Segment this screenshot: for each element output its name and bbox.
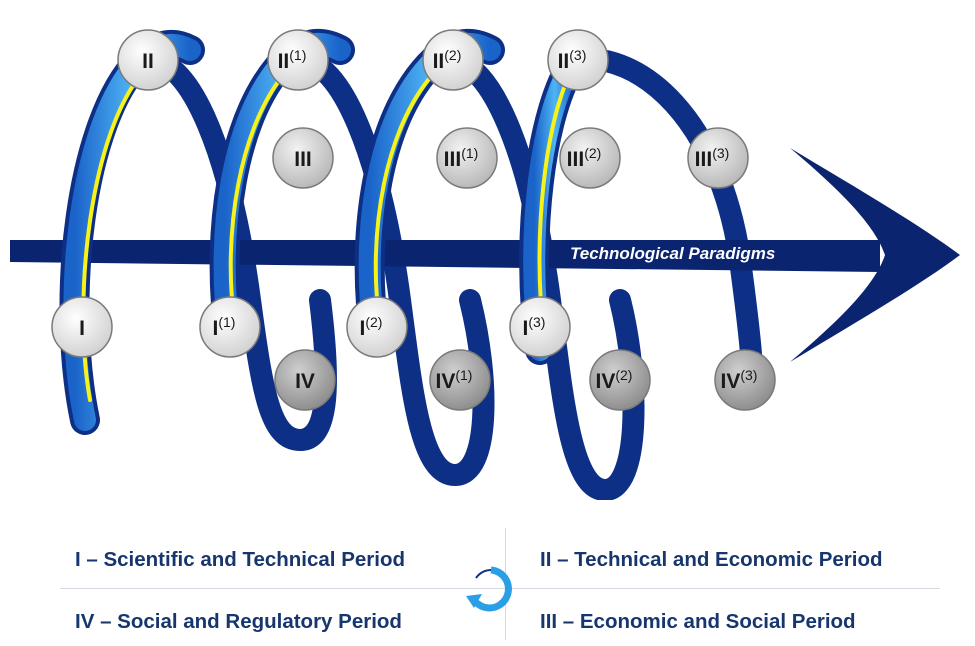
- node-II: II: [117, 29, 179, 91]
- node-II3: II(3): [547, 29, 609, 91]
- node-label: IV(2): [596, 367, 633, 393]
- node-circle: [272, 127, 334, 189]
- node-superscript: (1): [455, 367, 472, 383]
- node-IV3: IV(3): [714, 349, 776, 411]
- node-circle: [429, 349, 491, 411]
- node-label: IV: [295, 370, 315, 393]
- spiral-diagram: Technological Paradigms IIIIIIIVI(1)II(1…: [10, 28, 960, 500]
- node-label: III: [294, 148, 312, 171]
- node-superscript: (2): [584, 145, 601, 161]
- node-superscript: (3): [712, 145, 729, 161]
- node-superscript: (1): [461, 145, 478, 161]
- node-I3: I(3): [509, 296, 571, 358]
- node-I1: I(1): [199, 296, 261, 358]
- node-circle: [687, 127, 749, 189]
- node-superscript: (2): [365, 314, 382, 330]
- node-label: II: [142, 50, 154, 73]
- node-III2: III(2): [559, 127, 621, 189]
- node-circle: [422, 29, 484, 91]
- node-IV1: IV(1): [429, 349, 491, 411]
- node-superscript: (2): [615, 367, 632, 383]
- legend-item-IV: IV – Social and Regulatory Period: [75, 610, 402, 633]
- node-circle: [714, 349, 776, 411]
- node-superscript: (3): [528, 314, 545, 330]
- legend-item-III: III – Economic and Social Period: [540, 610, 856, 633]
- node-circle: [117, 29, 179, 91]
- node-superscript: (2): [444, 47, 461, 63]
- node-circle: [436, 127, 498, 189]
- node-circle: [589, 349, 651, 411]
- node-IV: IV: [274, 349, 336, 411]
- legend-panel: I – Scientific and Technical Period II –…: [0, 520, 975, 646]
- node-superscript: (1): [289, 47, 306, 63]
- cycle-arrows-icon: [466, 566, 512, 612]
- legend-divider-horizontal: [60, 588, 940, 589]
- node-superscript: (3): [740, 367, 757, 383]
- legend-item-I: I – Scientific and Technical Period: [75, 548, 405, 571]
- node-circle: [346, 296, 408, 358]
- node-I: I: [51, 296, 113, 358]
- node-circle: [559, 127, 621, 189]
- node-II2: II(2): [422, 29, 484, 91]
- node-II1: II(1): [267, 29, 329, 91]
- node-label: I: [79, 317, 85, 340]
- node-label: III(3): [695, 145, 730, 171]
- node-circle: [267, 29, 329, 91]
- node-I2: I(2): [346, 296, 408, 358]
- node-label: IV(3): [721, 367, 758, 393]
- node-III: III: [272, 127, 334, 189]
- node-superscript: (1): [218, 314, 235, 330]
- node-III1: III(1): [436, 127, 498, 189]
- period-nodes: IIIIIIIVI(1)II(1)III(1)IV(1)I(2)II(2)III…: [51, 29, 776, 411]
- legend-item-II: II – Technical and Economic Period: [540, 548, 883, 571]
- node-circle: [199, 296, 261, 358]
- node-III3: III(3): [687, 127, 749, 189]
- spiral-back-loops: [139, 48, 763, 500]
- node-circle: [51, 296, 113, 358]
- node-circle: [274, 349, 336, 411]
- node-circle: [509, 296, 571, 358]
- node-circle: [547, 29, 609, 91]
- node-superscript: (3): [569, 47, 586, 63]
- arrow-label-text: Technological Paradigms: [570, 244, 775, 263]
- node-IV2: IV(2): [589, 349, 651, 411]
